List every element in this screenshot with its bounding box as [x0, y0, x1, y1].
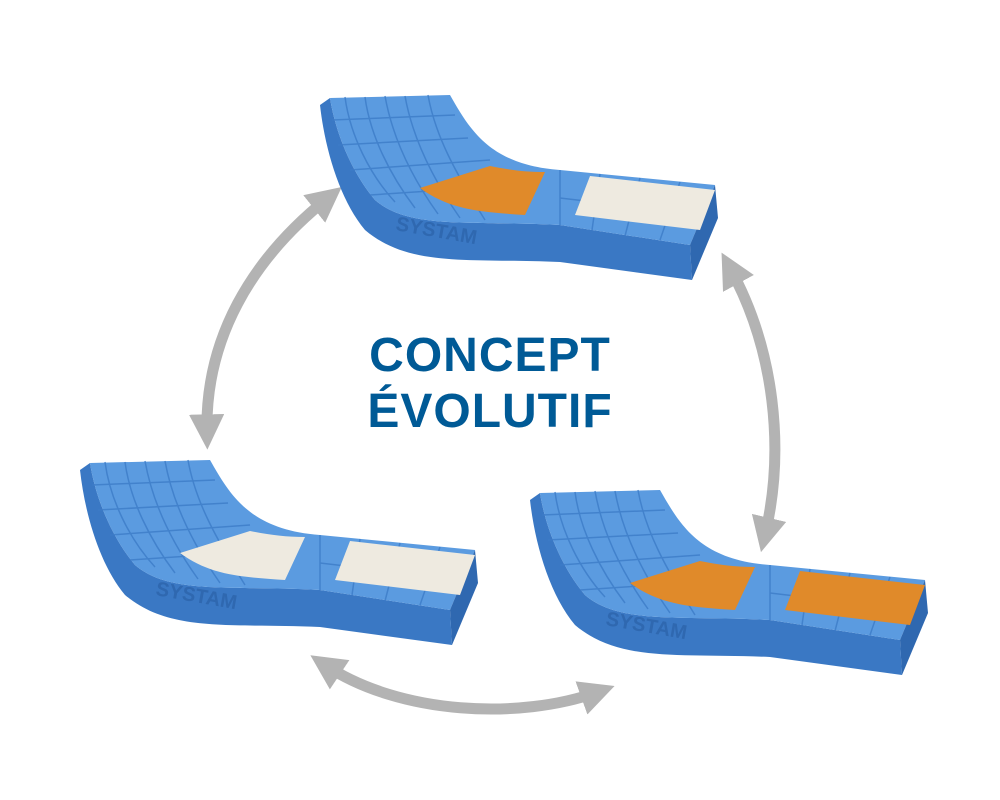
white-insert-foot	[335, 541, 475, 595]
orange-insert-head	[420, 166, 545, 215]
cycle-arrow-left	[189, 187, 342, 450]
mattress-right: SYSTAM	[529, 489, 929, 676]
white-insert-foot	[575, 176, 715, 230]
cycle-arrow-right	[721, 252, 787, 553]
title-line-1: CONCEPT	[369, 329, 611, 382]
mattress-left: SYSTAM	[79, 459, 479, 646]
concept-title: CONCEPT ÉVOLUTIF	[340, 328, 640, 440]
orange-insert-foot	[785, 571, 925, 625]
orange-insert-head	[630, 561, 755, 610]
title-line-2: ÉVOLUTIF	[367, 385, 613, 438]
white-insert-head	[180, 531, 305, 580]
cycle-arrow-bottom	[310, 655, 615, 715]
mattress-top: SYSTAM	[319, 94, 719, 281]
